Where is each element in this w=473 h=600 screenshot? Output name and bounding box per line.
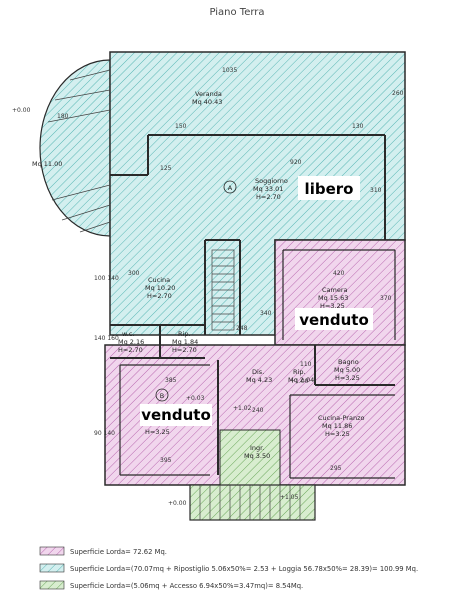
dim-310: 310 [370,187,382,194]
bagno-name: Bagno [338,358,359,366]
legend-text-green: Superficie Lorda=(5.06mq + Accesso 6.94x… [70,582,303,590]
b-height: H=3.25 [145,428,170,436]
dim-left-3: 90 140 [94,430,115,437]
veranda-area: Mq 40.43 [192,98,222,106]
venduto-label-1: venduto [299,311,369,329]
libero-label: libero [305,180,354,198]
dim-370: 370 [380,295,392,302]
level-1: +0.00 [12,107,31,114]
legend-swatch-green [39,580,65,590]
level-3: +0.03 [186,395,205,402]
dim-130: 130 [352,123,364,130]
level-5: +1.05 [280,494,299,501]
dim-295: 295 [330,465,342,472]
rip2-area: Mq 2.04 [288,376,314,384]
veranda-name: Veranda [195,90,222,98]
legend: Superficie Lorda= 72.62 Mq. Superficie L… [39,546,418,590]
libero-box [298,176,360,200]
ingresso-name: Ingr. [250,444,264,452]
walls [110,134,396,479]
legend-text-cyan: Superficie Lorda=(70.07mq + Ripostiglio … [70,565,418,573]
dim-110: 110 [300,361,312,368]
page-title: Piano Terra [209,7,264,18]
rip2-name: Rip. [293,368,306,376]
wc-name: w.c. [122,330,134,338]
soggiorno-area: Mq 33.01 [253,185,283,193]
unit-a-marker [223,180,237,194]
wc-area: Mq 2.16 [118,338,144,346]
ingresso-area: Mq 3.50 [244,452,270,460]
venduto-label-2: venduto [141,406,211,424]
soggiorno-height: H=2.70 [256,193,281,201]
dim-top: 1035 [222,67,237,74]
cucina-height: H=2.70 [147,292,172,300]
dim-left-1: 100 140 [94,275,119,282]
dim-240: 240 [252,407,264,414]
rip-name: Rip. [178,330,191,338]
legend-text-pink: Superficie Lorda= 72.62 Mq. [70,548,167,556]
dim-300: 300 [128,270,140,277]
legend-swatch-pink [39,546,65,556]
venduto-box-2 [140,404,212,426]
dis-area: Mq 4.23 [246,376,272,384]
dim-248: 248 [236,325,248,332]
unit-a-letter: A [228,184,233,192]
dim-420: 420 [333,270,345,277]
bagno-height: H=3.25 [335,374,360,382]
cucina-name: Cucina [148,276,170,284]
dim-left-2: 140 160 [94,335,119,342]
dim-920: 920 [290,159,302,166]
cucina-pranzo-height: H=3.25 [325,430,350,438]
level-2: +0.00 [168,500,187,507]
rip-area: Mq 1.84 [172,338,198,346]
dim-340: 340 [260,310,272,317]
rip-height: H=2.70 [172,346,197,354]
dim-395: 395 [160,457,172,464]
legend-swatch-cyan [39,563,65,573]
dim-125: 125 [160,165,172,172]
cucina-pranzo-area: Mq 11.86 [322,422,352,430]
unit-b-letter: B [160,392,164,400]
venduto-box-1 [295,308,373,330]
camera-area: Mq 15.63 [318,294,348,302]
dim-385: 385 [165,377,177,384]
scala-area: Mq 11.00 [32,160,62,168]
cucina-pranzo-name: Cucina-Pranzo [318,414,364,422]
cucina-area: Mq 10.20 [145,284,175,292]
dim-150: 150 [175,123,187,130]
zone-entrance-green [189,429,316,521]
unit-b-marker [155,388,169,402]
dim-180: 180 [57,113,69,120]
level-6: +1.00 [290,378,309,385]
soggiorno-name: Soggiorno [255,177,288,185]
camera-name: Camera [322,286,348,294]
wc-height: H=2.70 [118,346,143,354]
camera-height: H=3.25 [320,302,345,310]
dim-260: 260 [392,90,404,97]
dis-name: Dis. [252,368,264,376]
stairs [47,69,301,520]
bagno-area: Mq 5.00 [334,366,360,374]
level-4: +1.02 [233,405,252,412]
